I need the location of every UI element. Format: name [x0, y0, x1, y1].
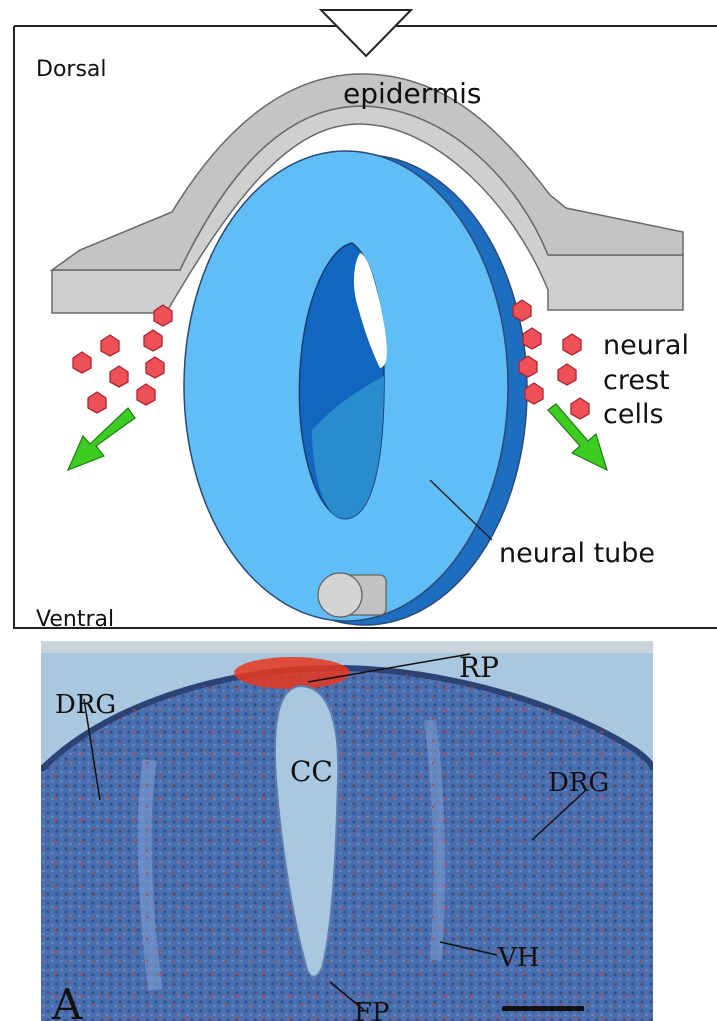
ventral-label: Ventral	[36, 607, 114, 632]
roof-plate-stain	[234, 657, 350, 689]
neural-tube-diagram: Dorsal epidermis neural crest cells neur…	[14, 10, 717, 632]
migration-arrow-left	[68, 408, 135, 470]
dorsal-label: Dorsal	[36, 57, 107, 82]
crest-cell	[571, 398, 589, 419]
crest-cell	[88, 392, 106, 413]
crest-cell	[144, 330, 162, 351]
neural-tube-label: neural tube	[499, 538, 655, 569]
drg-left-label: DRG	[55, 690, 116, 720]
micrograph-gray-border	[41, 641, 653, 653]
crest-cell	[101, 335, 119, 356]
spinal-cord-micrograph: RP CC DRG DRG VH FP A	[41, 641, 653, 1021]
drg-right-label: DRG	[548, 768, 609, 798]
neural-crest-label-line1: neural	[603, 330, 689, 361]
floor-plate-label: FP	[354, 998, 390, 1021]
roof-plate-label: RP	[459, 651, 499, 684]
neural-crest-label-line2: crest	[603, 365, 670, 396]
panel-label: A	[51, 980, 83, 1021]
ventral-horn-label: VH	[497, 943, 539, 973]
central-canal-label: CC	[290, 755, 333, 788]
crest-cell	[558, 364, 576, 385]
crest-cell	[146, 357, 164, 378]
notochord	[318, 573, 386, 617]
crest-cell	[73, 352, 91, 373]
scale-bar	[502, 1006, 584, 1011]
neural-crest-cells-left	[73, 305, 172, 413]
crest-cell	[563, 334, 581, 355]
neural-crest-label-line3: cells	[603, 399, 664, 430]
top-triangle-marker	[321, 10, 411, 56]
crest-cell	[110, 366, 128, 387]
crest-cell	[523, 328, 541, 349]
epidermis-label: epidermis	[343, 77, 481, 110]
stain-overlay	[41, 668, 653, 1021]
crest-cell	[137, 384, 155, 405]
